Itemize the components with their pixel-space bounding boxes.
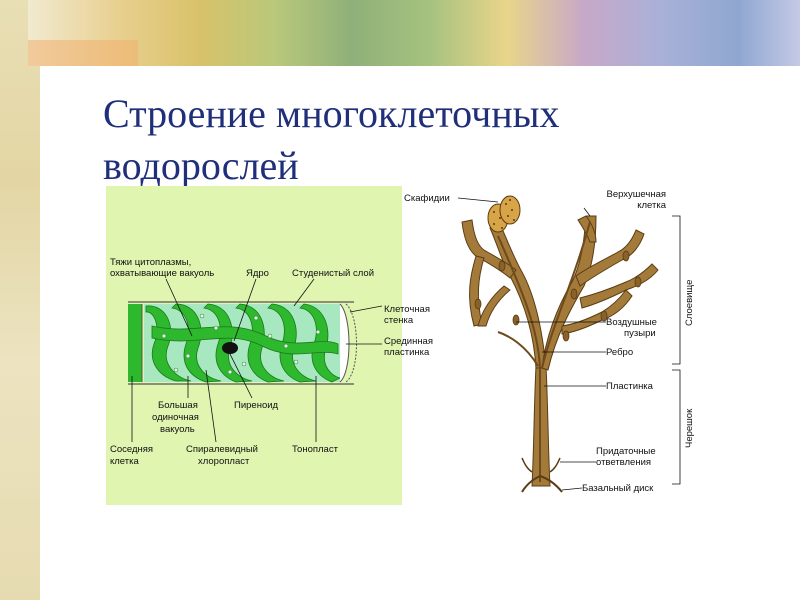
banner-accent xyxy=(28,40,138,66)
label-basal-disc: Базальный диск xyxy=(582,483,654,494)
label-spiral-chloroplast-2: хлоропласт xyxy=(198,456,250,467)
label-stipe: Черешок xyxy=(684,408,695,448)
top-decorative-banner xyxy=(28,0,800,66)
label-nucleus: Ядро xyxy=(246,268,269,279)
label-vacuole-2: одиночная xyxy=(152,412,199,423)
label-cell-wall-2: стенка xyxy=(384,315,414,326)
basal-disc xyxy=(521,474,563,493)
right-leader-lines xyxy=(457,197,606,491)
label-apical-cell: Верхушечная xyxy=(606,189,666,200)
scaphidia xyxy=(487,195,521,233)
filament-cell-diagram xyxy=(128,301,357,385)
air-bladders xyxy=(474,250,642,342)
neighbor-cell xyxy=(128,304,142,382)
label-accessory-branches: Придаточные xyxy=(596,446,656,457)
label-middle-lamella-2: пластинка xyxy=(384,347,430,358)
scaphidia-dots xyxy=(493,199,515,229)
label-accessory-branches-2: ответвления xyxy=(596,457,651,468)
label-pyrenoid: Пиреноид xyxy=(234,400,279,411)
right-brackets xyxy=(672,215,681,485)
midrib xyxy=(497,221,591,482)
label-rib: Ребро xyxy=(606,347,633,358)
label-vacuole: Большая xyxy=(158,400,198,411)
label-blade: Пластинка xyxy=(606,381,654,392)
label-air-bladders: Воздушные xyxy=(606,317,657,328)
accessory-branches xyxy=(521,457,561,473)
label-tonoplast: Тонопласт xyxy=(292,444,339,455)
label-spiral-chloroplast: Спиралевидный xyxy=(186,444,258,455)
label-gelatinous-layer: Студенистый слой xyxy=(292,268,374,279)
left-leader-lines xyxy=(131,278,383,443)
label-neighbor-cell: Соседняя xyxy=(110,444,153,455)
label-neighbor-cell-2: клетка xyxy=(110,456,139,467)
left-decorative-strip xyxy=(0,0,40,600)
label-cell-wall: Клеточная xyxy=(384,304,430,315)
slide-title: Строение многоклеточных водорослей xyxy=(103,91,560,188)
algae-structure-figure: Тяжи цитоплазмы, охватывающие вакуоль Яд… xyxy=(106,186,699,505)
label-thallus: Слоевище xyxy=(684,280,695,326)
thallus-body xyxy=(461,215,659,487)
pyrenoids xyxy=(161,313,321,375)
label-middle-lamella: Срединная xyxy=(384,336,433,347)
label-vacuole-3: вакуоль xyxy=(160,424,195,435)
nucleus xyxy=(222,342,238,354)
label-scaphidia: Скафидии xyxy=(404,193,450,204)
brown-alga-diagram xyxy=(461,195,659,493)
label-cytoplasm-strands: Тяжи цитоплазмы, xyxy=(110,257,191,268)
label-cytoplasm-strands-2: охватывающие вакуоль xyxy=(110,268,214,279)
label-air-bladders-2: пузыри xyxy=(624,328,656,339)
label-apical-cell-2: клетка xyxy=(637,200,666,211)
